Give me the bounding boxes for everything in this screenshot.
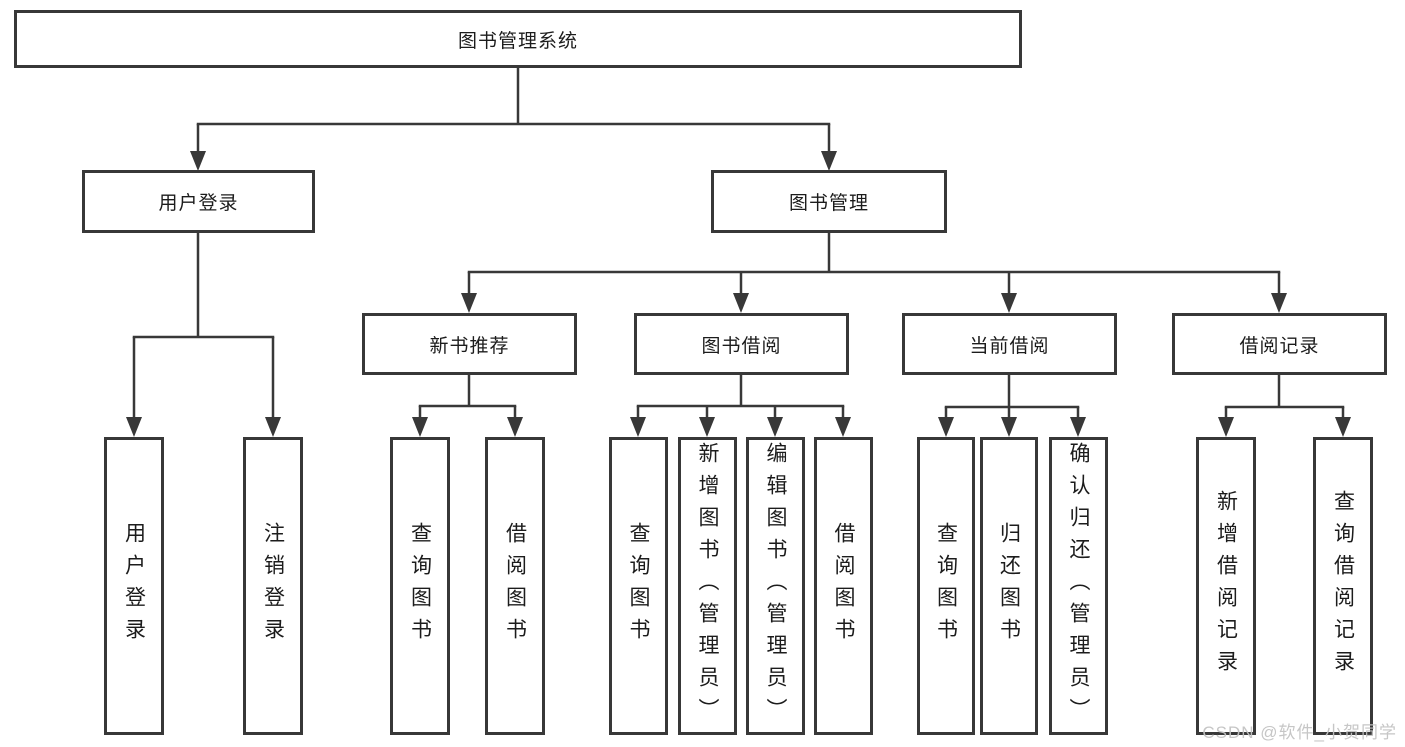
connector-newbooks-to-leaves bbox=[412, 375, 523, 437]
connector-userlogin-to-leaves bbox=[126, 233, 281, 437]
node-label: 编辑图书（管理员） bbox=[764, 442, 787, 730]
leaf-add-books-admin: 新增图书（管理员） bbox=[678, 437, 737, 735]
node-label: 确认归还（管理员） bbox=[1067, 442, 1090, 730]
node-label: 新增借阅记录 bbox=[1214, 490, 1238, 682]
node-current-borrowing: 当前借阅 bbox=[902, 313, 1117, 375]
node-label: 新书推荐 bbox=[429, 335, 510, 357]
leaf-edit-books-admin: 编辑图书（管理员） bbox=[746, 437, 805, 735]
node-label: 当前借阅 bbox=[969, 335, 1050, 357]
leaf-user-login: 用户登录 bbox=[104, 437, 164, 735]
node-label: 查询图书 bbox=[627, 522, 650, 650]
node-label: 归还图书 bbox=[997, 522, 1021, 650]
node-label: 借阅图书 bbox=[503, 522, 527, 650]
leaf-borrow-books: 借阅图书 bbox=[814, 437, 873, 735]
connector-borrowing-to-leaves bbox=[630, 375, 851, 437]
node-label: 图书管理 bbox=[788, 193, 869, 214]
node-label: 注销登录 bbox=[261, 522, 285, 650]
node-label: 图书管理系统 bbox=[457, 30, 578, 52]
connector-root-to-level2 bbox=[190, 68, 837, 171]
csdn-watermark: CSDN @软件_小贺同学 bbox=[1202, 723, 1397, 742]
node-label: 查询图书 bbox=[408, 522, 432, 650]
leaf-query-books-current: 查询图书 bbox=[917, 437, 975, 735]
node-label: 新增图书（管理员） bbox=[696, 442, 719, 730]
leaf-confirm-return-admin: 确认归还（管理员） bbox=[1049, 437, 1108, 735]
node-label: 用户登录 bbox=[122, 522, 146, 650]
leaf-query-borrow-record: 查询借阅记录 bbox=[1313, 437, 1373, 735]
connector-bookmgmt-to-level3 bbox=[461, 233, 1287, 313]
node-book-management: 图书管理 bbox=[711, 170, 947, 233]
node-library-system: 图书管理系统 bbox=[14, 10, 1022, 68]
node-label: 图书借阅 bbox=[701, 335, 782, 357]
leaf-borrow-books-recommend: 借阅图书 bbox=[485, 437, 545, 735]
leaf-query-books-borrowing: 查询图书 bbox=[609, 437, 668, 735]
leaf-logout: 注销登录 bbox=[243, 437, 303, 735]
leaf-return-books: 归还图书 bbox=[980, 437, 1038, 735]
node-label: 查询借阅记录 bbox=[1331, 490, 1355, 682]
node-book-borrowing: 图书借阅 bbox=[634, 313, 849, 375]
leaf-add-borrow-record: 新增借阅记录 bbox=[1196, 437, 1256, 735]
connector-current-to-leaves bbox=[938, 375, 1086, 437]
leaf-query-books-recommend: 查询图书 bbox=[390, 437, 450, 735]
node-new-book-recommend: 新书推荐 bbox=[362, 313, 577, 375]
node-label: 用户登录 bbox=[158, 193, 239, 214]
node-borrowing-records: 借阅记录 bbox=[1172, 313, 1387, 375]
node-label: 借阅图书 bbox=[832, 522, 855, 650]
node-label: 查询图书 bbox=[934, 522, 958, 650]
node-user-login: 用户登录 bbox=[82, 170, 315, 233]
connector-records-to-leaves bbox=[1218, 375, 1351, 437]
node-label: 借阅记录 bbox=[1239, 335, 1320, 357]
